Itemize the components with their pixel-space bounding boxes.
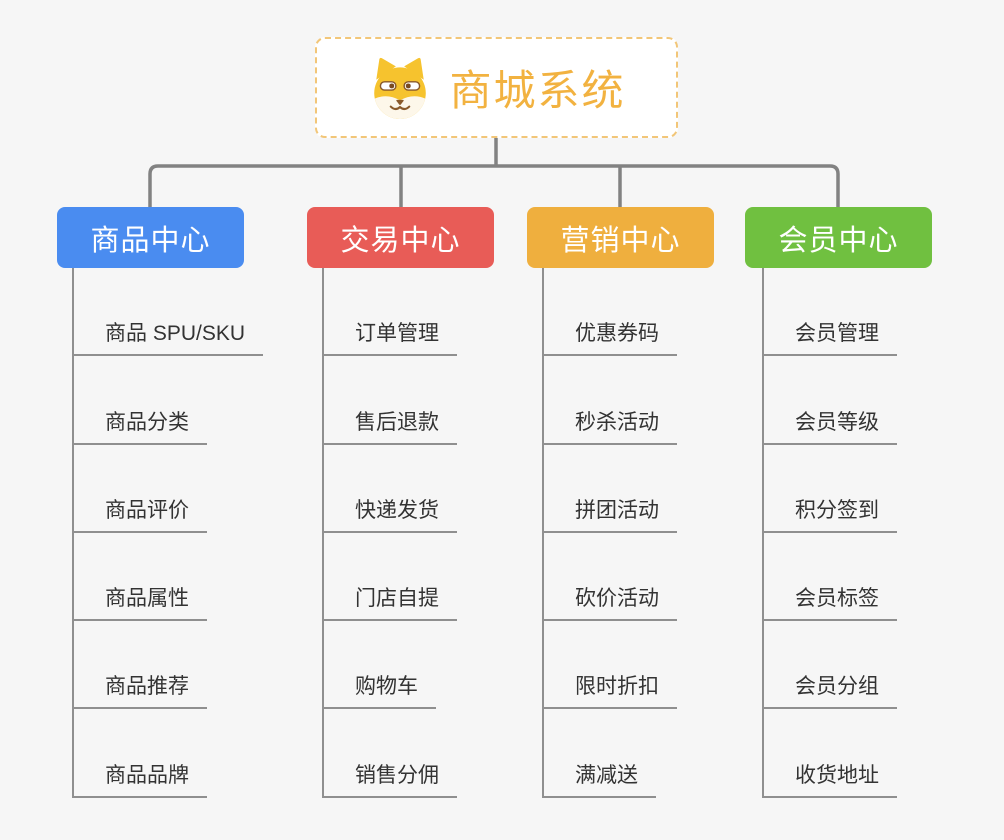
branch-label: 营销中心 (560, 224, 681, 257)
child-node[interactable]: 会员分组 (762, 621, 897, 710)
branch-children-marketing: 优惠券码 秒杀活动 拼团活动 砍价活动 限时折扣 满减送 (542, 268, 677, 798)
child-node-label: 商品品牌 (72, 759, 207, 798)
branch-node-member-center[interactable]: 会员中心 (745, 207, 932, 268)
child-node-label: 积分签到 (762, 494, 897, 533)
child-node-label: 砍价活动 (542, 582, 677, 622)
child-node[interactable]: 订单管理 (322, 268, 457, 357)
child-node[interactable]: 会员管理 (762, 268, 897, 357)
child-node-label: 限时折扣 (542, 670, 677, 710)
branch-children-trade: 订单管理 售后退款 快递发货 门店自提 购物车 销售分佣 (322, 268, 457, 798)
branch-label: 商品中心 (90, 224, 211, 257)
branch-node-product-center[interactable]: 商品中心 (57, 207, 244, 268)
branch-children-product: 商品 SPU/SKU 商品分类 商品评价 商品属性 商品推荐 商品品牌 (72, 268, 264, 798)
child-node-label: 收货地址 (762, 759, 897, 798)
branch-node-marketing-center[interactable]: 营销中心 (527, 207, 714, 268)
child-node[interactable]: 收货地址 (762, 709, 897, 798)
branch-spine-line (322, 268, 324, 798)
child-node-label: 秒杀活动 (542, 406, 677, 445)
root-node-label: 商城系统 (449, 67, 626, 114)
child-node-label: 会员管理 (762, 317, 897, 357)
child-node-label: 会员等级 (762, 406, 897, 445)
child-node-label: 会员分组 (762, 670, 897, 710)
child-node-label: 快递发货 (322, 494, 457, 533)
child-node-label: 商品 SPU/SKU (72, 317, 264, 357)
child-node[interactable]: 销售分佣 (322, 709, 457, 798)
child-node-label: 商品评价 (72, 494, 207, 533)
child-node-label: 商品属性 (72, 582, 207, 622)
child-node[interactable]: 砍价活动 (542, 533, 677, 622)
child-node-label: 门店自提 (322, 582, 457, 622)
branch-spine-line (72, 268, 74, 798)
child-node[interactable]: 会员标签 (762, 533, 897, 622)
child-node-label: 商品推荐 (72, 670, 207, 710)
shiba-dog-icon (374, 57, 427, 119)
child-node-label: 购物车 (322, 670, 436, 710)
child-node[interactable]: 拼团活动 (542, 445, 677, 533)
child-node[interactable]: 门店自提 (322, 533, 457, 622)
child-node[interactable]: 商品分类 (72, 356, 263, 445)
child-node[interactable]: 会员等级 (762, 356, 897, 445)
branch-label: 交易中心 (340, 224, 461, 257)
child-node[interactable]: 秒杀活动 (542, 356, 677, 445)
child-node[interactable]: 商品评价 (72, 445, 263, 533)
child-node[interactable]: 商品推荐 (72, 621, 263, 710)
branch-node-trade-center[interactable]: 交易中心 (307, 207, 494, 268)
root-node[interactable]: 商城系统 (315, 37, 678, 138)
child-node[interactable]: 积分签到 (762, 445, 897, 533)
child-node[interactable]: 售后退款 (322, 356, 457, 445)
child-node-label: 拼团活动 (542, 494, 677, 533)
child-node-label: 商品分类 (72, 406, 207, 445)
child-node[interactable]: 满减送 (542, 709, 677, 798)
child-node-label: 优惠券码 (542, 317, 677, 357)
branch-children-member: 会员管理 会员等级 积分签到 会员标签 会员分组 收货地址 (762, 268, 897, 798)
child-node[interactable]: 商品 SPU/SKU (72, 268, 264, 357)
branch-spine-line (762, 268, 764, 798)
child-node-label: 销售分佣 (322, 759, 457, 798)
child-node[interactable]: 限时折扣 (542, 621, 677, 710)
child-node-label: 满减送 (542, 759, 656, 798)
child-node[interactable]: 商品属性 (72, 533, 263, 622)
child-node-label: 会员标签 (762, 582, 897, 622)
child-node[interactable]: 优惠券码 (542, 268, 677, 357)
child-node-label: 售后退款 (322, 406, 457, 445)
branch-spine-line (542, 268, 544, 798)
child-node-label: 订单管理 (322, 317, 457, 357)
child-node[interactable]: 商品品牌 (72, 709, 263, 798)
child-node[interactable]: 购物车 (322, 621, 457, 710)
child-node[interactable]: 快递发货 (322, 445, 457, 533)
branch-label: 会员中心 (778, 224, 899, 257)
